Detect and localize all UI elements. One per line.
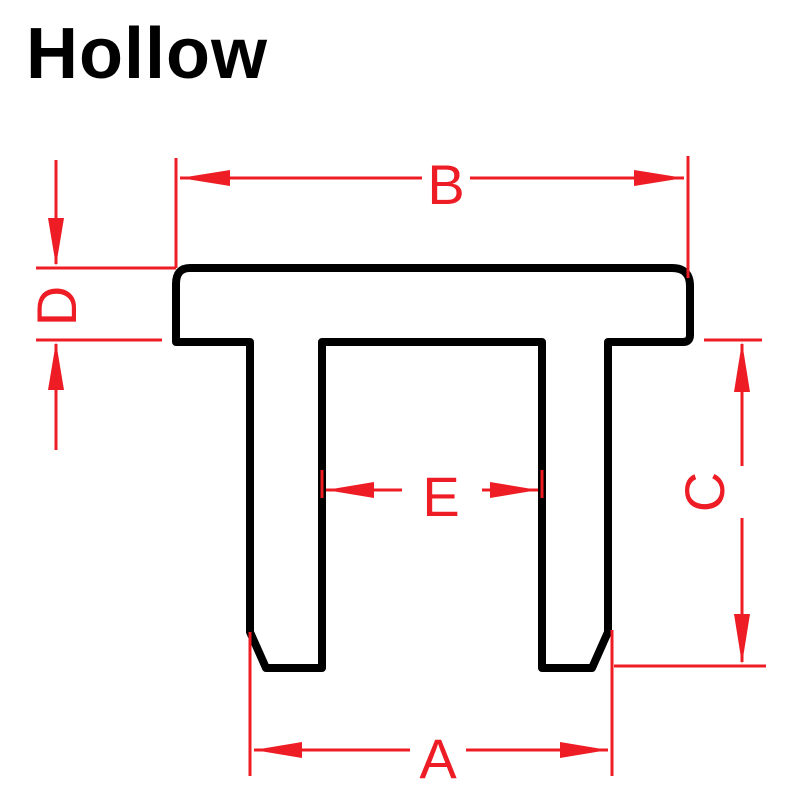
dimension-a bbox=[248, 630, 614, 776]
dimension-a-arrow-right bbox=[560, 742, 608, 758]
dimension-b-arrow-left bbox=[180, 170, 230, 186]
diagram-title: Hollow bbox=[26, 14, 268, 94]
dimension-a-arrow-left bbox=[254, 742, 302, 758]
dimension-b-arrow-right bbox=[634, 170, 684, 186]
dimension-d bbox=[36, 160, 176, 450]
dimension-a-label: A bbox=[419, 727, 457, 790]
dimension-b-label: B bbox=[427, 153, 464, 216]
dimension-c-arrow-top bbox=[734, 342, 750, 392]
dimension-c-arrow-bottom bbox=[734, 614, 750, 664]
dimension-b bbox=[174, 156, 690, 278]
dimension-c-label: C bbox=[673, 472, 736, 512]
dimension-e-arrow-right bbox=[490, 482, 538, 498]
dimension-d-arrow-bottom bbox=[48, 342, 64, 390]
dimension-d-arrow-top bbox=[48, 218, 64, 266]
dimension-e-label: E bbox=[422, 465, 459, 528]
dimension-c bbox=[614, 338, 766, 668]
dimension-e-arrow-left bbox=[326, 482, 374, 498]
dimension-d-label: D bbox=[25, 286, 88, 326]
dimension-e bbox=[320, 470, 544, 498]
